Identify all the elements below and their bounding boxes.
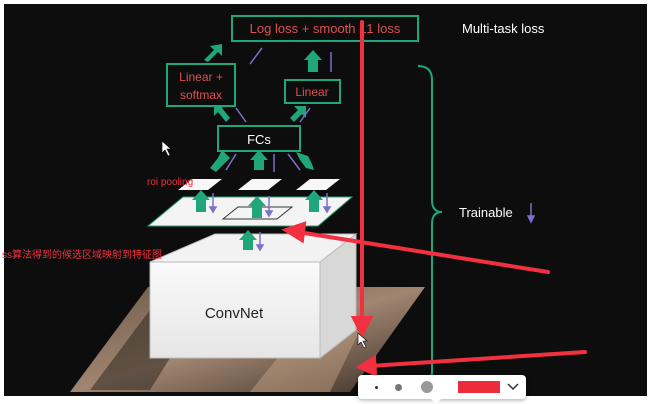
pen-size-medium-icon[interactable] (395, 384, 402, 391)
roi-region-1 (221, 206, 294, 220)
teal-arrows-to-fcs (210, 150, 314, 172)
purple-arrows-loss (249, 47, 332, 72)
trainable-bracket (417, 65, 443, 387)
pen-size-small-icon[interactable] (375, 386, 378, 389)
linear-label: Linear (295, 85, 328, 99)
candidate-mapping-annotation: ss算法得到的候选区域映射到特征图 (2, 248, 162, 261)
purple-arrows-from-fcs (225, 153, 301, 172)
purple-arrows-heads (235, 107, 311, 123)
loss-box (231, 15, 419, 42)
trainable-label: Trainable (459, 205, 513, 220)
annotation-toolbar (358, 375, 526, 404)
pooled-patch-1 (178, 179, 222, 190)
roi-pooling-annotation: roi pooling (147, 177, 193, 188)
pooled-patch-2 (238, 179, 282, 190)
pen-size-large-icon[interactable] (421, 381, 433, 393)
mouse-cursor-icon (161, 140, 172, 157)
mouse-cursor-icon-2 (357, 332, 368, 349)
multitask-label: Multi-task loss (462, 21, 545, 36)
pooled-patch-3 (296, 179, 340, 190)
red-annotation-strokes (281, 20, 587, 378)
linear-softmax-label-1: Linear + (179, 70, 223, 84)
feature-map-plane (146, 196, 354, 227)
fcs-label: FCs (247, 132, 271, 147)
convnet-label: ConvNet (205, 305, 264, 322)
linear-box (284, 79, 341, 104)
loss-label: Log loss + smooth L1 loss (250, 21, 401, 36)
teal-arrows-to-loss (204, 44, 322, 72)
trainable-down-arrow-icon (526, 203, 536, 224)
convnet-front-face (149, 261, 321, 359)
pen-color-swatch[interactable] (458, 381, 500, 393)
teal-arrows-to-heads (214, 104, 306, 122)
purple-down-arrows-feature (208, 193, 332, 252)
teal-up-arrows-feature (192, 190, 323, 250)
chevron-down-icon[interactable] (506, 378, 520, 394)
fcs-box (217, 125, 301, 152)
linear-softmax-box (166, 63, 236, 107)
linear-softmax-label-2: softmax (180, 88, 222, 102)
